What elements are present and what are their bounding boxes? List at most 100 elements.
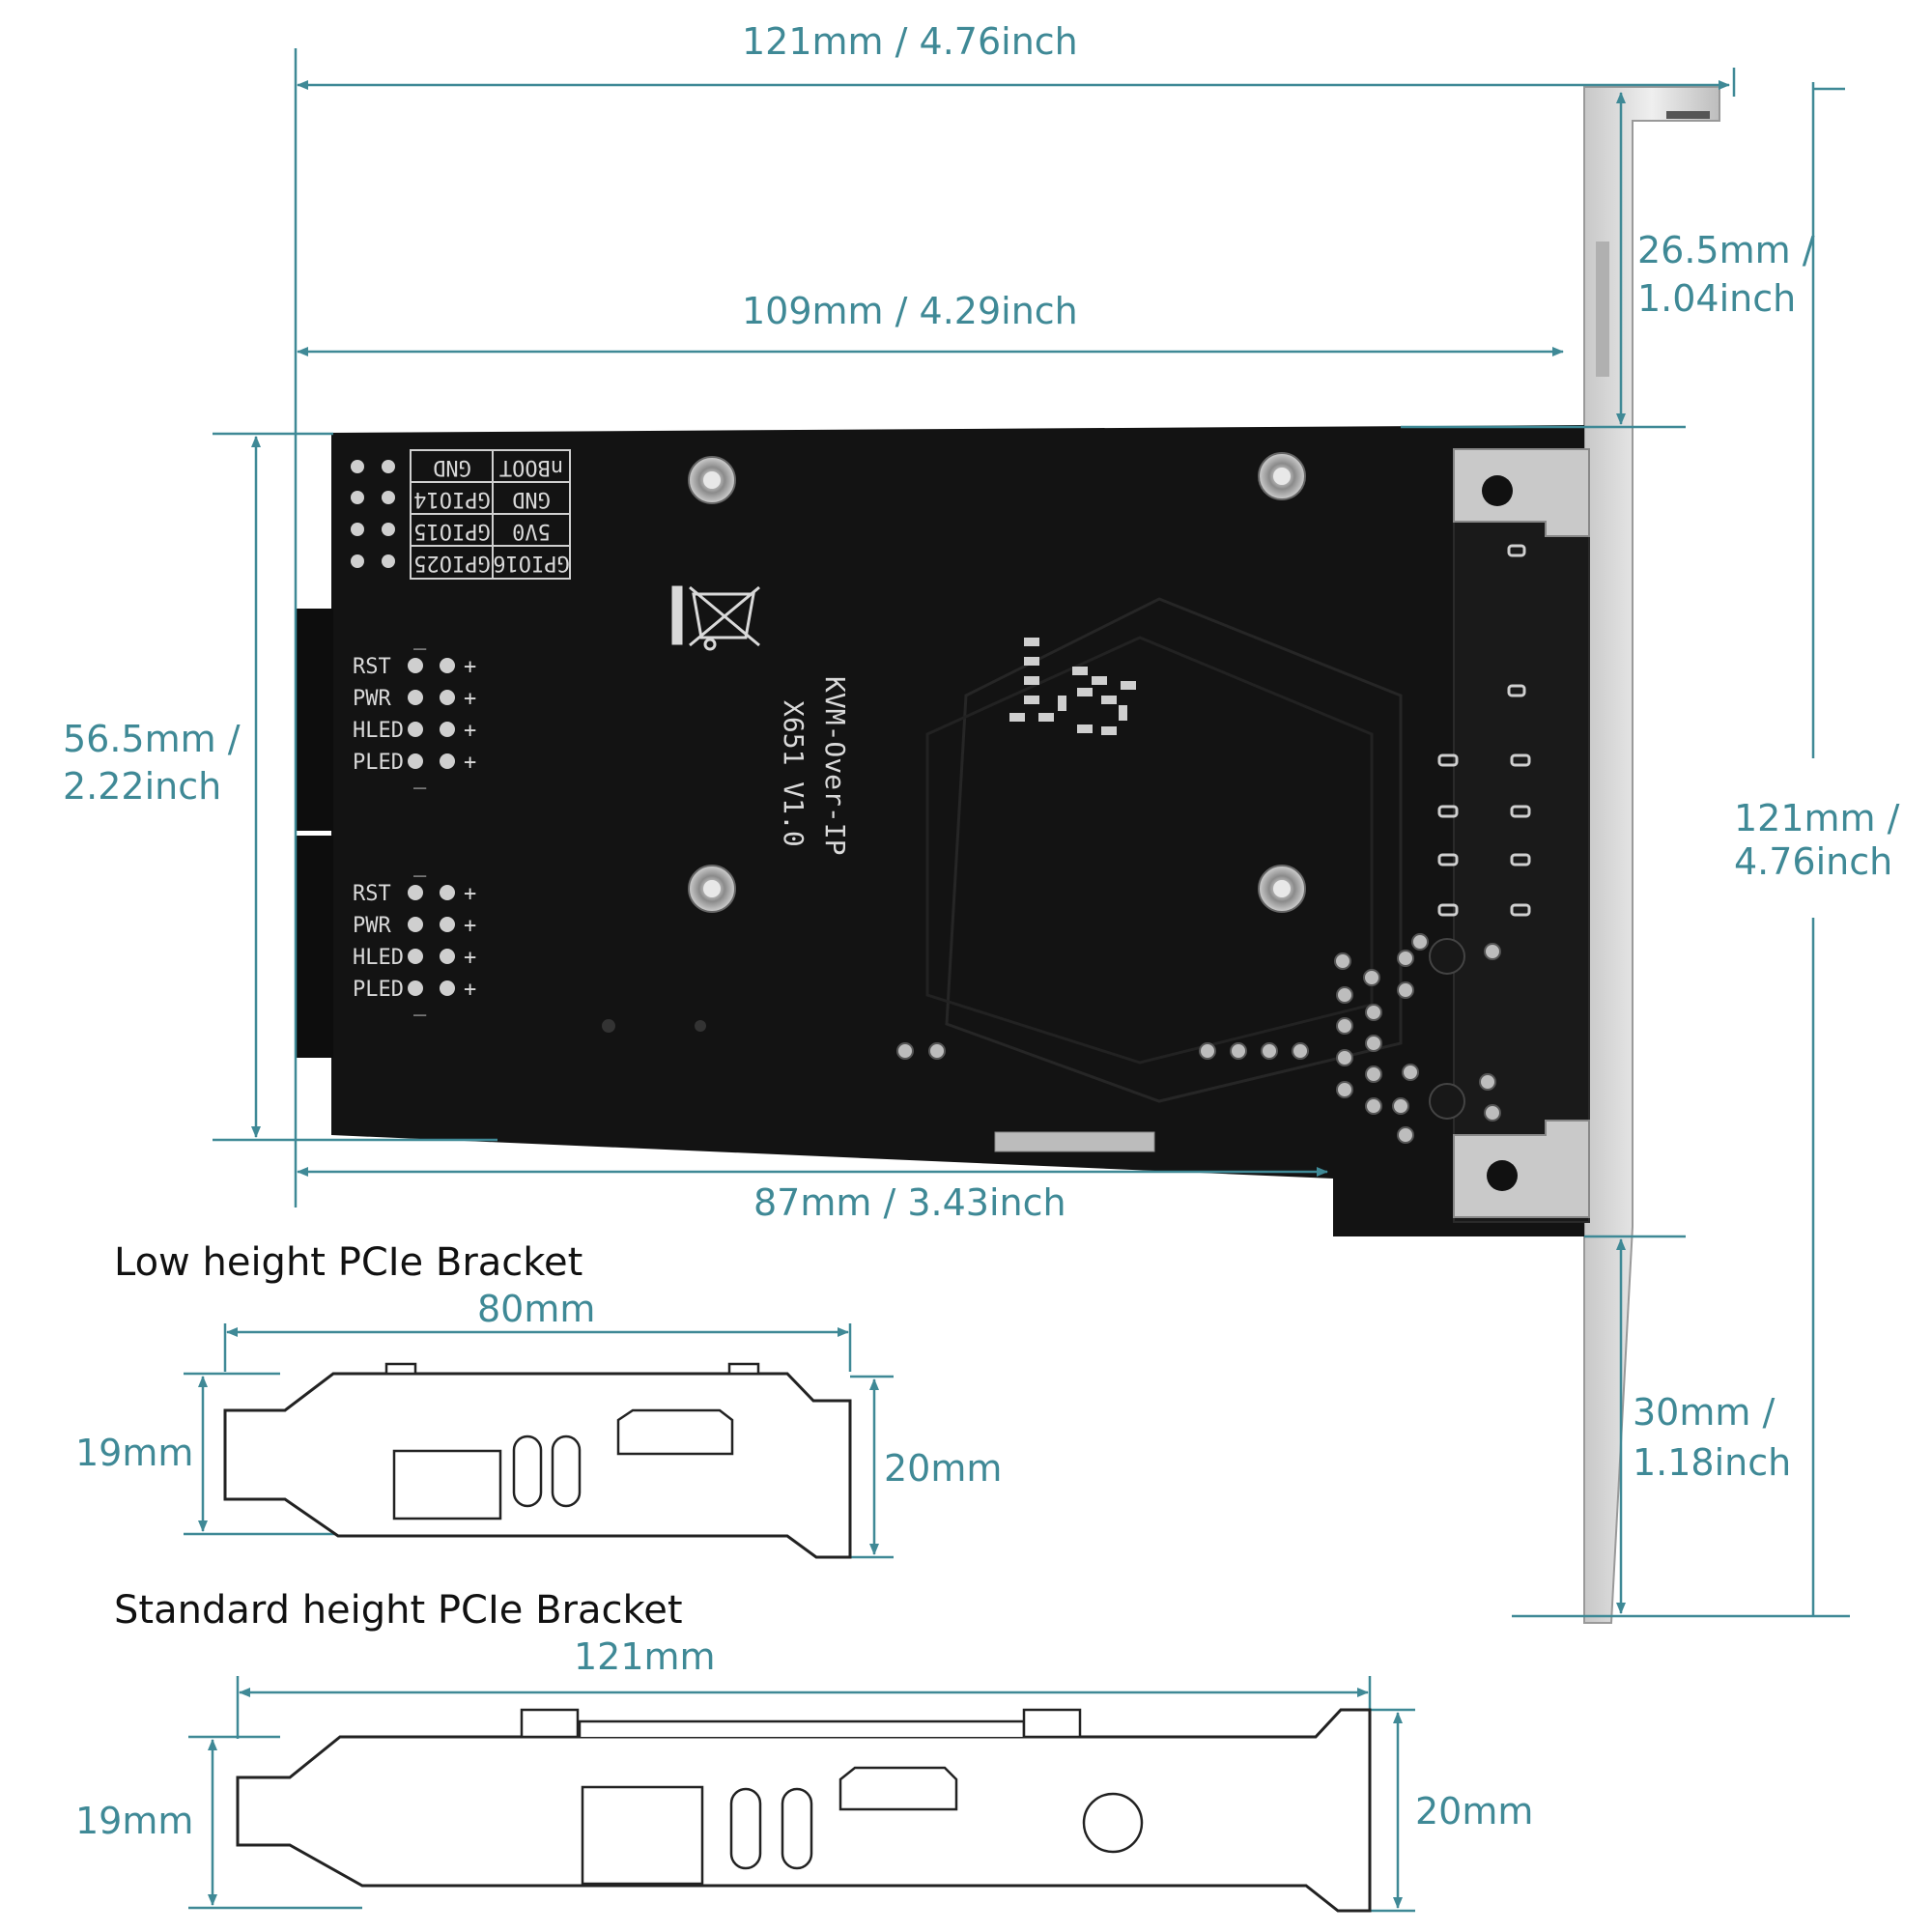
via (1336, 986, 1353, 1004)
board-name-text: KVM-Over-IP (819, 676, 851, 855)
gpio-cell-text: GPIO14 (413, 487, 490, 511)
via (1292, 1042, 1309, 1060)
header-pin (408, 917, 423, 932)
header-label-text: PWR (353, 687, 391, 711)
header-group-2: _ RST + PWR + HLED + PLED + _ (353, 853, 476, 1016)
plus-mark: + (464, 978, 476, 1002)
bracket-clamps (1453, 448, 1590, 1218)
via (1365, 1065, 1382, 1083)
gpio-cell-text: GPIO16 (493, 551, 569, 575)
via (1336, 1017, 1353, 1035)
std-bracket-right-height: 20mm (1415, 1790, 1533, 1833)
std-bracket-title: Standard height PCIe Bracket (114, 1588, 683, 1633)
minus-mark: _ (413, 853, 427, 877)
std-bracket-left-height: 19mm (75, 1800, 193, 1842)
header-pin (440, 980, 455, 996)
gpio-cell-text: GPIO15 (413, 519, 490, 543)
via (1392, 1097, 1409, 1115)
total-height-mm-label: 121mm / (1734, 797, 1900, 839)
header-label-text: HLED (353, 719, 404, 743)
low-bracket-width-label: 80mm (477, 1288, 595, 1330)
board-length-label: 109mm / 4.29inch (742, 290, 1078, 332)
plus-mark: + (464, 914, 476, 938)
minus-mark: _ (413, 626, 427, 650)
gpio-cell-text: GPIO25 (413, 551, 490, 575)
header-pin (440, 690, 455, 705)
gpio-cell-text: GND (512, 487, 551, 511)
dimension-lines (213, 48, 1850, 1618)
gpio-cell-text: GND (433, 455, 471, 479)
std-bracket-width-label: 121mm (574, 1635, 716, 1678)
low-bracket-left-height: 19mm (75, 1432, 193, 1474)
board-version-text: X651 V1.0 (778, 700, 810, 847)
right-side-pads (1437, 544, 1531, 917)
via (1479, 1073, 1496, 1091)
header-label-text: PLED (353, 751, 404, 775)
via (1230, 1042, 1247, 1060)
header-pin (408, 658, 423, 673)
bracket-top-mm-label: 26.5mm / (1637, 229, 1815, 271)
smd-components (1009, 638, 1136, 735)
dimension-labels: 121mm / 4.76inch 109mm / 4.29inch 87mm /… (63, 20, 1900, 1484)
via (1484, 943, 1501, 960)
header-pin (440, 722, 455, 737)
via (1363, 969, 1380, 986)
header-pin (440, 753, 455, 769)
via (1484, 1104, 1501, 1122)
via (1261, 1042, 1278, 1060)
via (896, 1042, 914, 1060)
gpio-cell-text: 5V0 (512, 519, 551, 543)
via (695, 1020, 706, 1032)
header-pin (408, 980, 423, 996)
via (1336, 1081, 1353, 1098)
header-group-1: _RST+PWR+HLED+PLED+_ (353, 626, 476, 789)
board-height-mm-label: 56.5mm / (63, 718, 241, 760)
header-pin (440, 885, 455, 900)
header-pin (440, 917, 455, 932)
bracket-bottom-mm-label: 30mm / (1633, 1391, 1775, 1434)
header-pin (440, 949, 455, 964)
header-label-text: RST (353, 882, 391, 906)
via (1402, 1064, 1419, 1081)
gpio-pins (351, 460, 395, 568)
minus-mark: _ (413, 992, 427, 1016)
header-pin (408, 722, 423, 737)
via (1365, 1097, 1382, 1115)
plus-mark: + (464, 655, 476, 679)
via (1397, 981, 1414, 999)
low-bracket-right-height: 20mm (884, 1447, 1002, 1490)
standard-height-bracket: Standard height PCIe Bracket 121mm 19mm … (75, 1588, 1533, 1913)
via (1429, 1083, 1465, 1120)
header-pin (408, 690, 423, 705)
plus-mark: + (464, 687, 476, 711)
header-label-text: RST (353, 655, 391, 679)
gpio-cell-text: nBOOT (499, 455, 563, 479)
via (1411, 933, 1429, 951)
mounting-holes (688, 452, 1306, 913)
header-pin (408, 885, 423, 900)
low-bracket-title: Low height PCIe Bracket (114, 1240, 582, 1285)
plus-mark: + (464, 882, 476, 906)
bracket-top-in-label: 1.04inch (1637, 277, 1796, 320)
board-height-in-label: 2.22inch (63, 765, 221, 808)
overall-length-label: 121mm / 4.76inch (742, 20, 1078, 63)
via (1365, 1035, 1382, 1052)
minus-mark: _ (413, 765, 427, 789)
via (1397, 1126, 1414, 1144)
via (1429, 938, 1465, 975)
via (602, 1019, 615, 1033)
plus-mark: + (464, 946, 476, 970)
via (1397, 950, 1414, 967)
header-label-text: PWR (353, 914, 391, 938)
header-label-text: PLED (353, 978, 404, 1002)
via (1334, 952, 1351, 970)
plus-mark: + (464, 719, 476, 743)
header-pin (408, 753, 423, 769)
header-label-text: HLED (353, 946, 404, 970)
via (1199, 1042, 1216, 1060)
header-pin (440, 658, 455, 673)
bottom-length-label: 87mm / 3.43inch (753, 1181, 1066, 1224)
bracket-bottom-in-label: 1.18inch (1633, 1441, 1791, 1484)
header-pin (408, 949, 423, 964)
